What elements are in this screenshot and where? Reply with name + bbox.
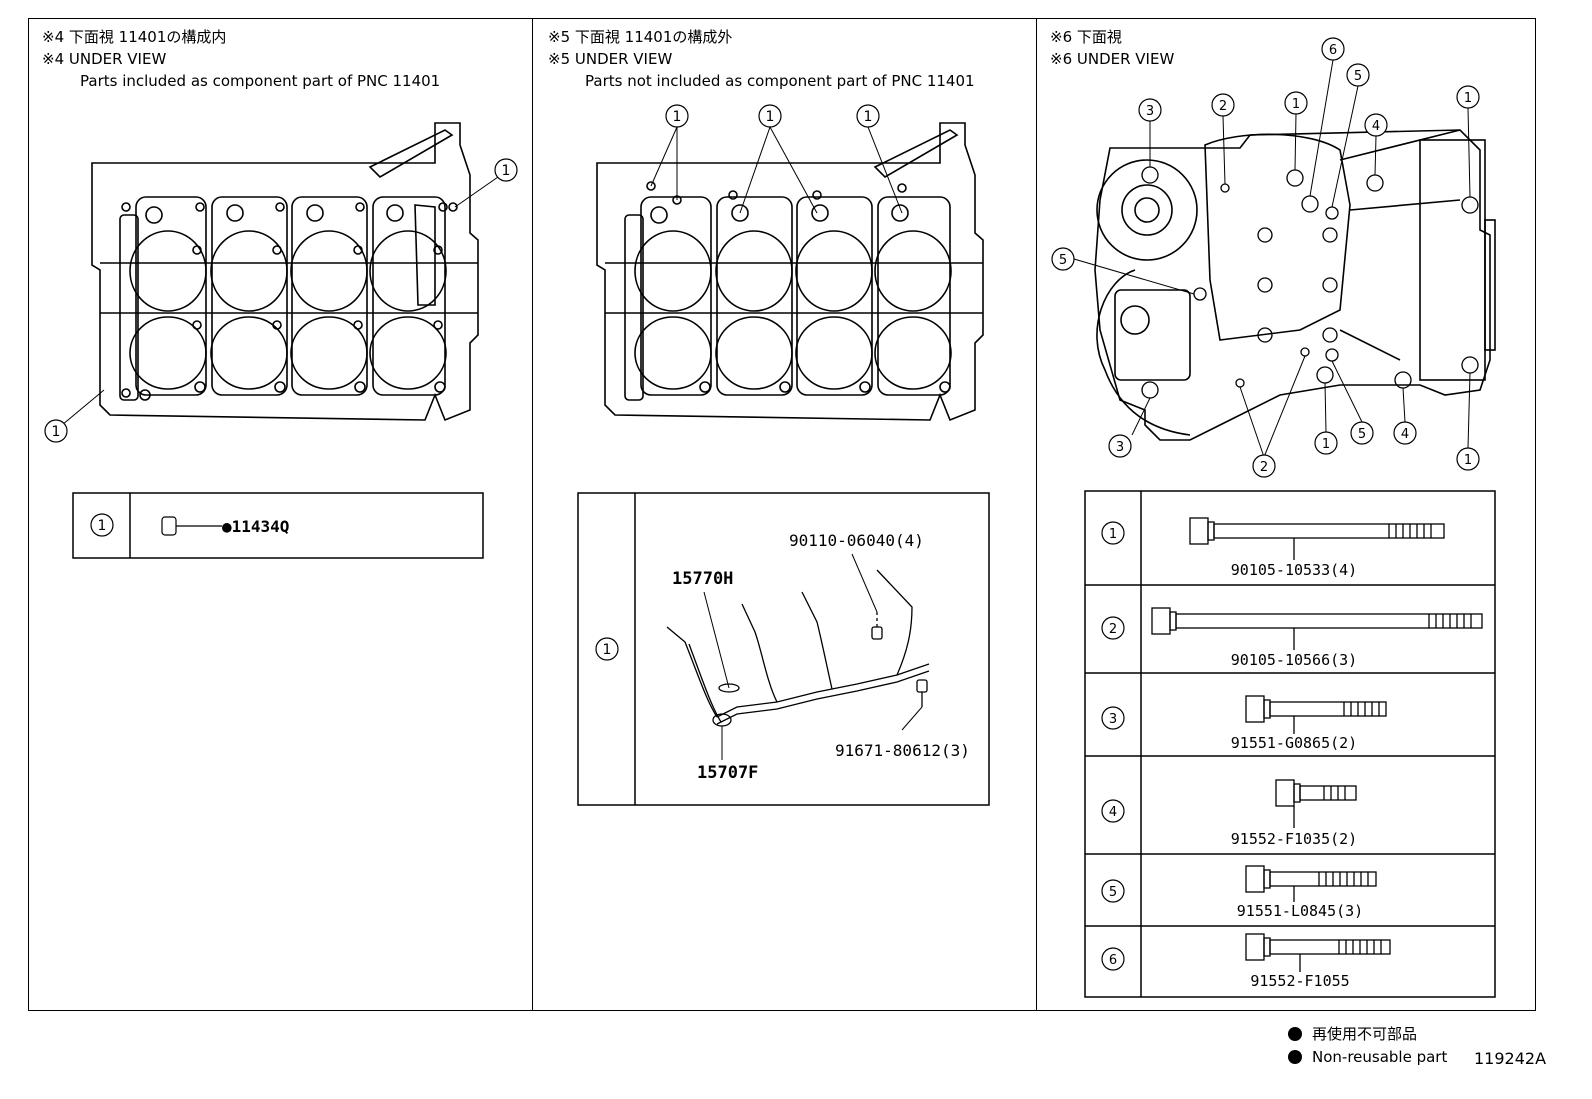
panel4-title-en: ※4 UNDER VIEW: [42, 50, 167, 68]
callout-4: 4: [1364, 113, 1388, 137]
svg-text:1: 1: [1464, 91, 1472, 106]
bolt-icon: [1245, 933, 1391, 972]
row-label-4: 4: [1101, 799, 1125, 823]
bolt-icon: [1151, 607, 1483, 650]
svg-text:1: 1: [1292, 97, 1300, 112]
panel-divider: [532, 18, 533, 1011]
svg-text:1: 1: [52, 424, 61, 440]
svg-text:1: 1: [1464, 453, 1472, 468]
panel-divider: [1036, 18, 1037, 1011]
row-label-5: 5: [1101, 879, 1125, 903]
bolt-icon: [1189, 517, 1445, 560]
callout-3: 3: [1138, 98, 1162, 122]
callout-1: 1: [856, 104, 880, 128]
row-label-1: 1: [595, 637, 619, 661]
panel5-title-en: ※5 UNDER VIEW: [548, 50, 673, 68]
panel4-engine-block: 1 1: [44, 122, 518, 443]
figure-id: 119242A: [1474, 1049, 1547, 1068]
part-number-15770H: 15770H: [672, 569, 733, 589]
callout-2: 2: [1211, 93, 1235, 117]
panel6-title-en: ※6 UNDER VIEW: [1050, 50, 1175, 68]
svg-text:1: 1: [1109, 527, 1117, 542]
svg-text:1: 1: [766, 109, 775, 125]
part-number-91551-L0845: 91551-L0845(3): [1237, 902, 1363, 920]
panel5-title-jp: ※5 下面視 11401の構成外: [548, 28, 733, 46]
svg-text:6: 6: [1329, 43, 1337, 58]
legend-non-reusable-jp: 再使用不可部品: [1288, 1023, 1417, 1044]
panel6-title-jp: ※6 下面視: [1050, 28, 1122, 46]
filled-circle-icon: [1288, 1026, 1302, 1041]
svg-text:1: 1: [1322, 437, 1330, 452]
diagram-frame: [28, 18, 1536, 1011]
part-number-91671-80612: 91671-80612(3): [835, 741, 970, 760]
bolt-icon: [1245, 865, 1377, 902]
svg-text:1: 1: [603, 642, 612, 658]
legend-jp-label: 再使用不可部品: [1312, 1025, 1418, 1043]
callout-1: 1: [1456, 85, 1480, 109]
bolt-icon: [1275, 779, 1357, 828]
svg-text:3: 3: [1146, 104, 1154, 119]
part-number-91552-F1035: 91552-F1035(2): [1231, 830, 1357, 848]
legend-en-label: Non-reusable part: [1312, 1048, 1448, 1066]
row-label-2: 2: [1101, 616, 1125, 640]
row-label-1: 1: [1101, 521, 1125, 545]
oil-jet-pipe-drawing: [666, 569, 930, 727]
part-number-91552-F1055: 91552-F1055: [1250, 972, 1349, 990]
callout-5: 5: [1346, 63, 1370, 87]
panel5-parts-table: 1 90110-06040(4) 15770H 15707F 91671-806…: [577, 492, 990, 806]
part-number-90105-10533: 90105-10533(4): [1231, 561, 1357, 579]
svg-text:1: 1: [864, 109, 873, 125]
filled-circle-icon: [1288, 1050, 1302, 1064]
callout-1: 1: [44, 419, 68, 443]
callout-1: 1: [1314, 431, 1338, 455]
svg-text:2: 2: [1109, 622, 1117, 637]
svg-text:2: 2: [1260, 460, 1268, 475]
svg-text:2: 2: [1219, 99, 1227, 114]
svg-text:6: 6: [1109, 953, 1117, 968]
svg-text:5: 5: [1354, 69, 1362, 84]
part-number-90110-06040: 90110-06040(4): [789, 531, 924, 550]
panel5-engine-block: 1 1 1: [596, 104, 984, 422]
callout-1: 1: [758, 104, 782, 128]
svg-text:5: 5: [1358, 427, 1366, 442]
panel6-lower-view: 3 2 1 6 5 4 1 5 3 2 1 5 4 1: [1051, 37, 1496, 478]
svg-text:5: 5: [1059, 253, 1067, 268]
part-number-91551-G0865: 91551-G0865(2): [1231, 734, 1357, 752]
svg-text:5: 5: [1109, 885, 1117, 900]
part-number-15707F: 15707F: [697, 763, 758, 783]
panel4-title-jp: ※4 下面視 11401の構成内: [42, 28, 227, 46]
callout-5: 5: [1350, 421, 1374, 445]
svg-text:4: 4: [1401, 427, 1409, 442]
callout-2: 2: [1252, 454, 1276, 478]
panel4-subtitle: Parts included as component part of PNC …: [80, 72, 441, 90]
panel4-parts-table: 1 ●11434Q: [72, 492, 484, 559]
svg-text:4: 4: [1372, 119, 1380, 134]
callout-1: 1: [494, 158, 518, 182]
panel6-parts-table: 1 90105-10533(4) 2 90105-10566(3) 3 9155…: [1084, 490, 1496, 998]
knock-pin-icon: [161, 516, 222, 536]
svg-text:4: 4: [1109, 805, 1117, 820]
svg-text:1: 1: [502, 163, 511, 179]
callout-1: 1: [1284, 91, 1308, 115]
row-label-3: 3: [1101, 706, 1125, 730]
row-label-6: 6: [1101, 947, 1125, 971]
callout-4: 4: [1393, 421, 1417, 445]
svg-text:3: 3: [1109, 712, 1117, 727]
callout-1: 1: [665, 104, 689, 128]
callout-3: 3: [1108, 434, 1132, 458]
callout-6: 6: [1321, 37, 1345, 61]
callout-1: 1: [1456, 447, 1480, 471]
bolt-icon: [1245, 695, 1387, 734]
part-number-90105-10566: 90105-10566(3): [1231, 651, 1357, 669]
svg-text:3: 3: [1116, 440, 1124, 455]
part-number-11434Q: ●11434Q: [222, 517, 289, 536]
svg-text:1: 1: [98, 518, 107, 534]
callout-5: 5: [1051, 247, 1075, 271]
svg-text:1: 1: [673, 109, 682, 125]
legend-non-reusable-en: Non-reusable part: [1288, 1048, 1447, 1066]
panel5-subtitle: Parts not included as component part of …: [585, 72, 975, 90]
row-label-1: 1: [90, 513, 114, 537]
